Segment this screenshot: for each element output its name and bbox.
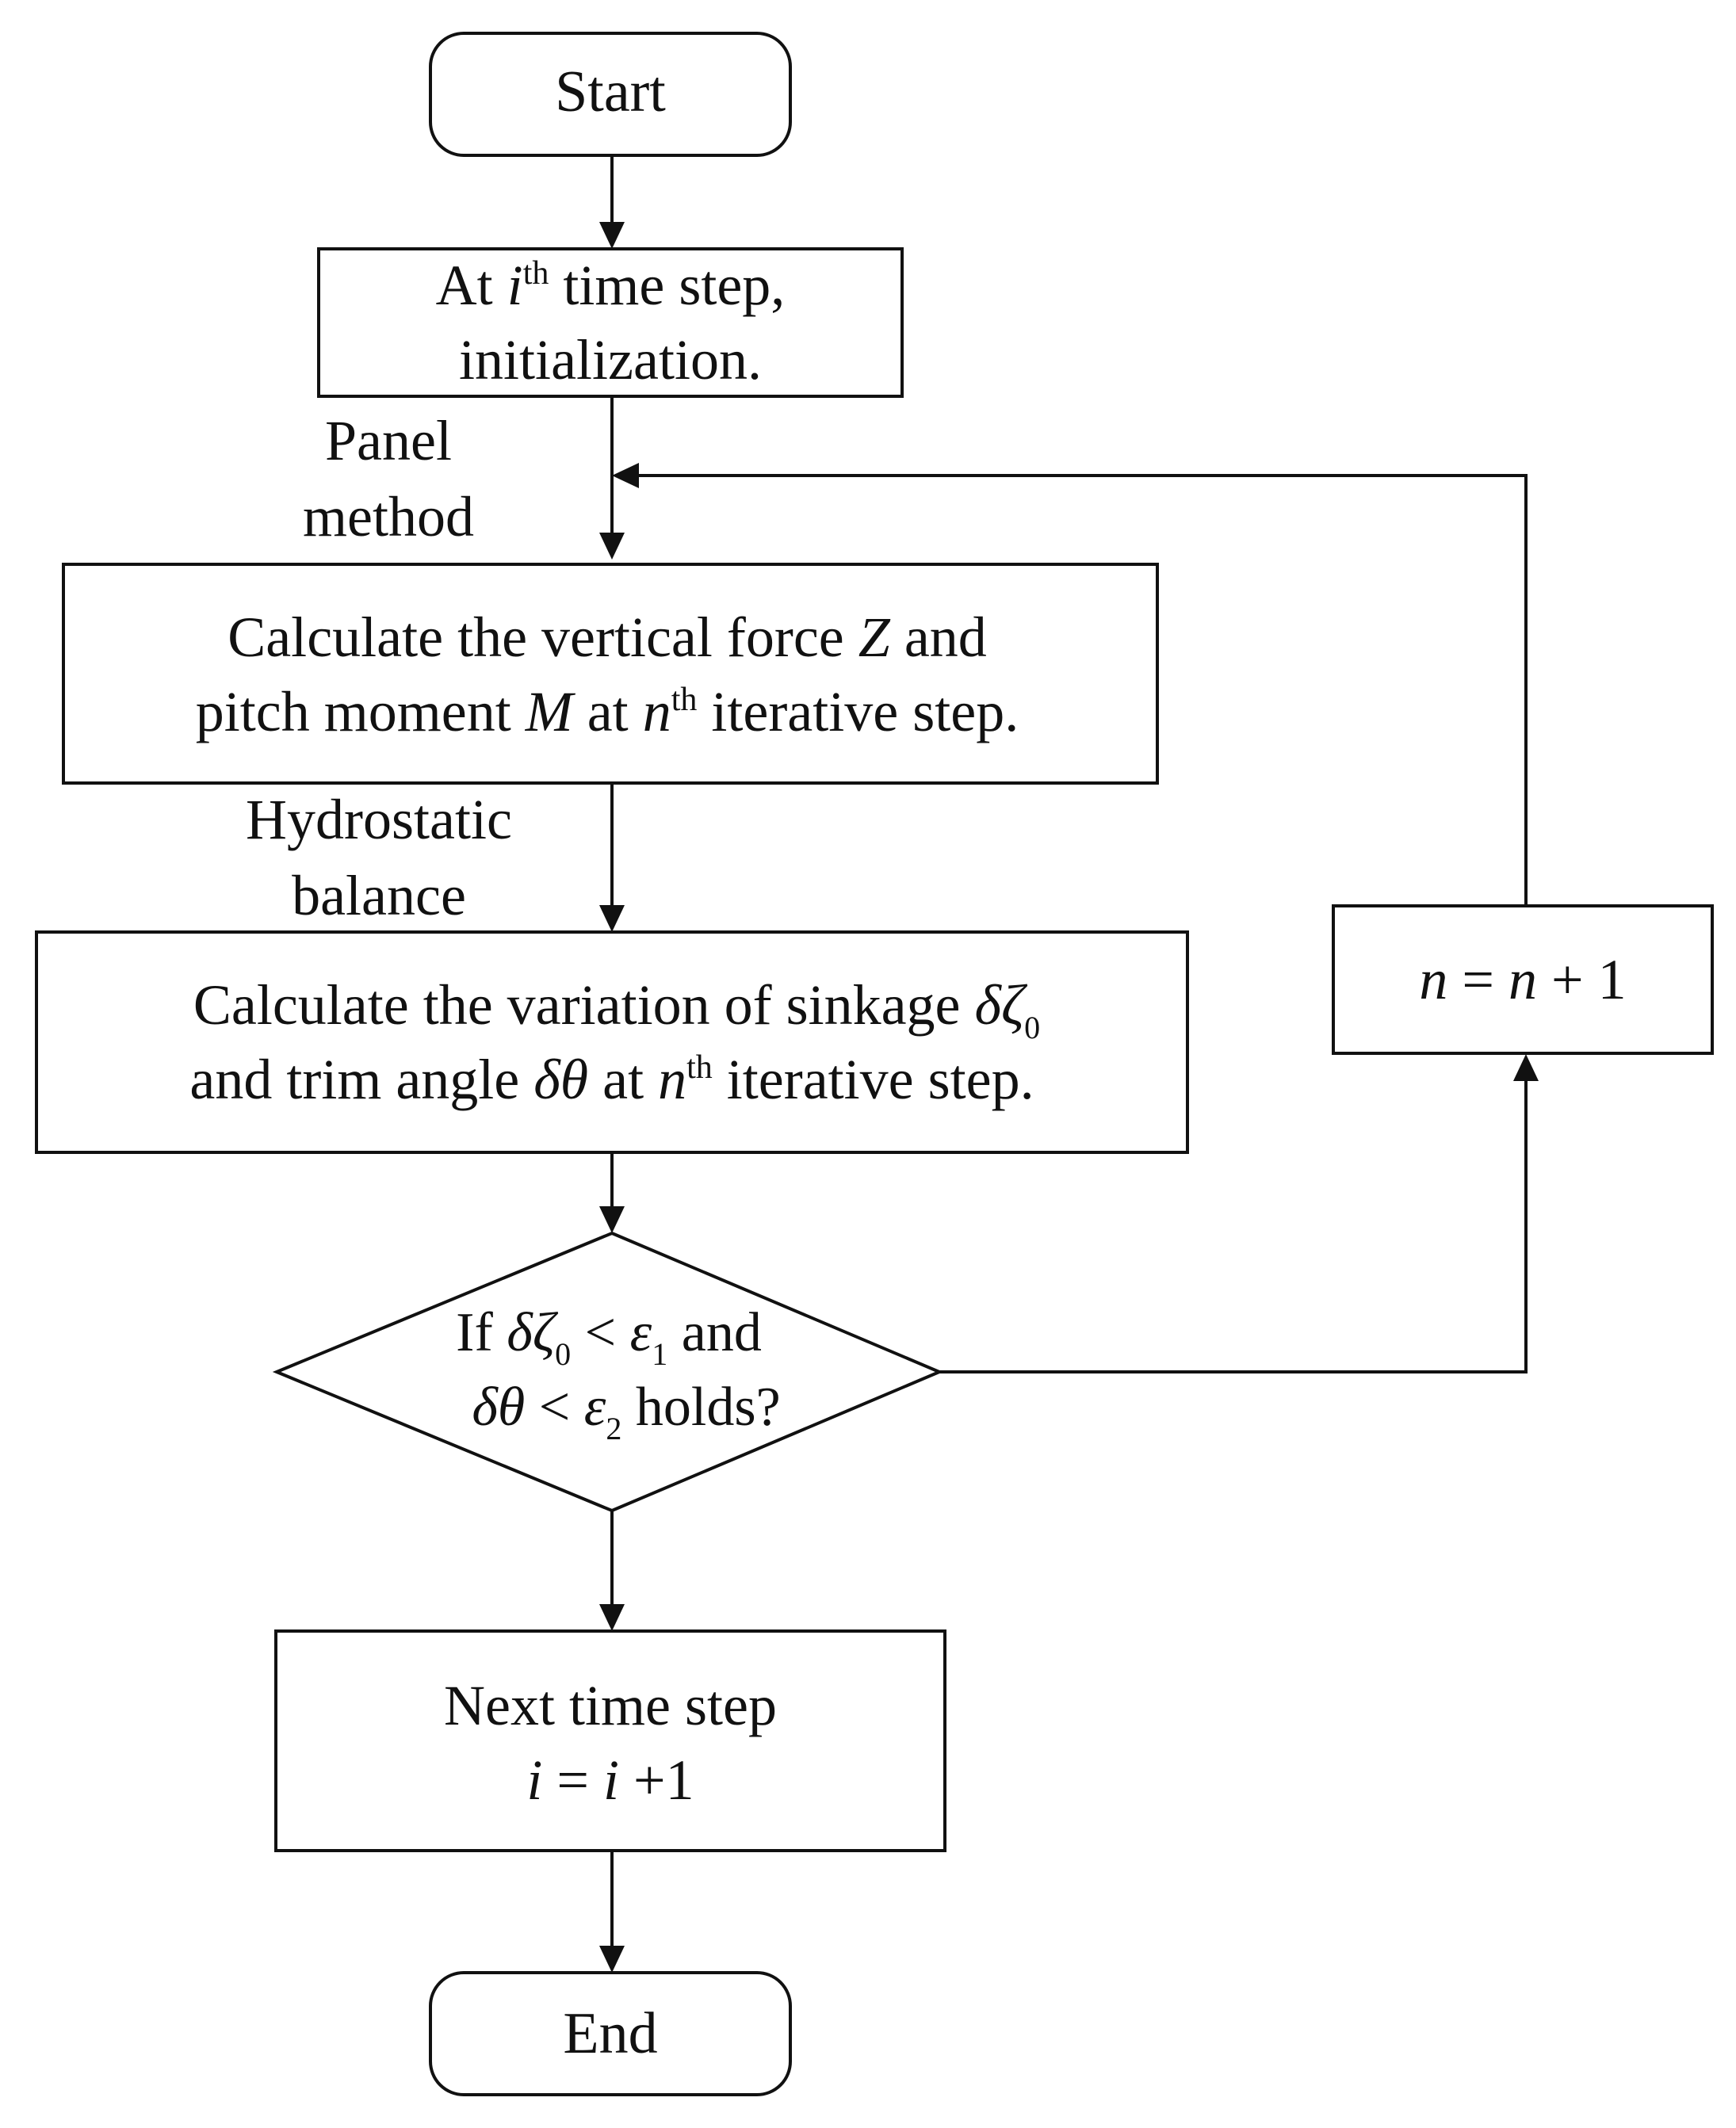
- calc-force-line-1: Calculate the vertical force Z and: [228, 606, 987, 669]
- increment-node: n = n + 1: [1332, 904, 1714, 1055]
- decision-line-1: If δζ0 < ε1 and: [456, 1302, 762, 1372]
- next-step-line-2: i = i +1: [526, 1748, 694, 1812]
- increment-label: n = n + 1: [1419, 948, 1626, 1011]
- calc-force-box: [62, 563, 1159, 785]
- arrowhead-decision: [599, 1206, 625, 1233]
- connectors: [599, 155, 1539, 1973]
- end-node: End: [429, 1971, 792, 2096]
- calc-var-box: [35, 930, 1189, 1154]
- calc-var-line-1: Calculate the variation of sinkage δζ0: [193, 973, 1040, 1045]
- start-shape: [429, 32, 792, 157]
- arrowhead-loop-back: [612, 463, 639, 488]
- init-line-2: initialization.: [459, 328, 762, 392]
- hydrostatic-line-1: Hydrostatic: [246, 788, 512, 851]
- next-step-box: [274, 1629, 946, 1852]
- decision-node: If δζ0 < ε1 and δθ < ε2 holds?: [272, 1231, 944, 1513]
- arrowhead-increment: [1513, 1054, 1539, 1081]
- calc-var-line-2: and trim angle δθ at nth iterative step.: [189, 1048, 1034, 1111]
- calc-var-node: Calculate the variation of sinkage δζ0 a…: [35, 930, 1189, 1154]
- arrowhead-end: [599, 1946, 625, 1973]
- arrowhead-calc-force: [599, 533, 625, 560]
- end-label: End: [563, 2001, 657, 2066]
- panel-method-line-2: method: [303, 485, 474, 548]
- edge-increment-loop-back: [639, 474, 1528, 906]
- init-node: At ith time step, initialization.: [317, 247, 904, 398]
- end-shape: [429, 1971, 792, 2096]
- hydrostatic-label: Hydrostatic balance: [246, 788, 512, 927]
- arrowhead-next-step: [599, 1604, 625, 1631]
- next-step-node: Next time step i = i +1: [274, 1629, 946, 1852]
- start-node: Start: [429, 32, 792, 157]
- increment-box: [1332, 904, 1714, 1055]
- hydrostatic-line-2: balance: [292, 864, 466, 927]
- calc-force-node: Calculate the vertical force Z and pitch…: [62, 563, 1159, 785]
- next-step-line-1: Next time step: [444, 1674, 777, 1737]
- panel-method-label: Panel method: [303, 409, 474, 548]
- decision-diamond: [272, 1231, 944, 1513]
- init-box: [317, 247, 904, 398]
- decision-line-2: δθ < ε2 holds?: [472, 1377, 780, 1446]
- arrowhead-calc-var: [599, 905, 625, 932]
- panel-method-line-1: Panel: [325, 409, 452, 472]
- init-line-1: At ith time step,: [436, 254, 786, 317]
- start-label: Start: [555, 59, 666, 124]
- calc-force-line-2: pitch moment M at nth iterative step.: [196, 680, 1019, 743]
- arrowhead-init: [599, 222, 625, 249]
- edge-decision-to-increment: [939, 1081, 1528, 1373]
